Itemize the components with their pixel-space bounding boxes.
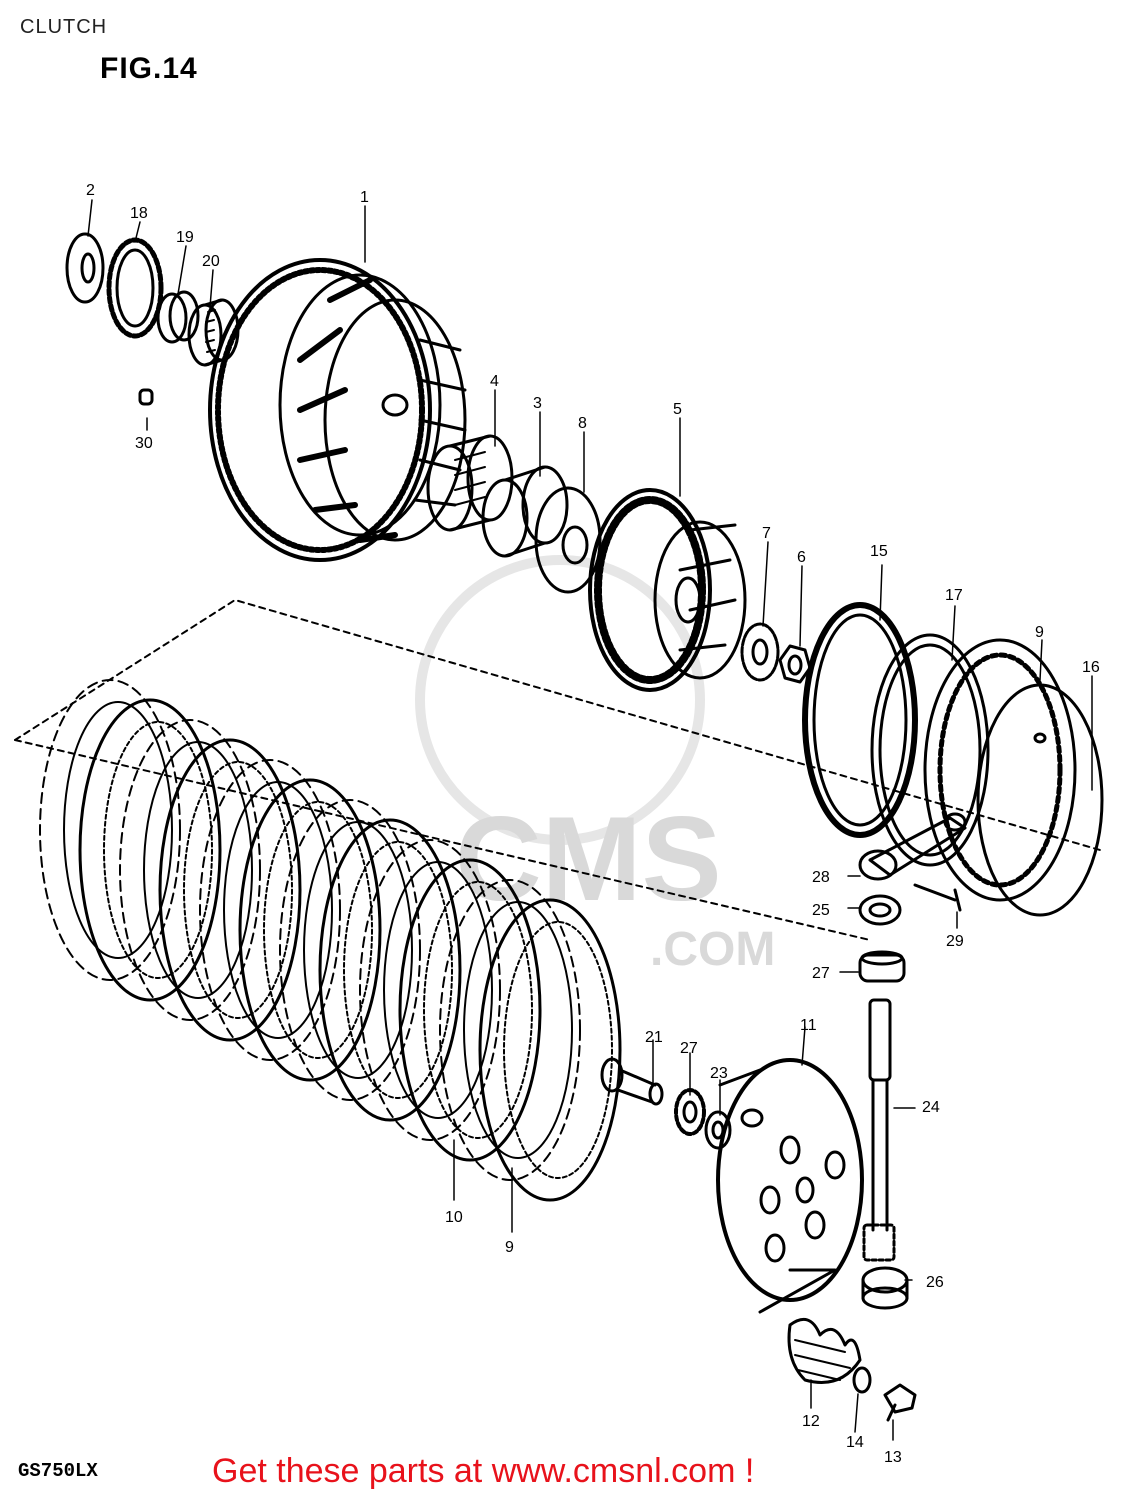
watermark: CMS .COM — [415, 555, 775, 976]
callout-label-c3: 3 — [533, 395, 542, 412]
callout-label-c21: 21 — [645, 1029, 663, 1046]
watermark-suffix: .COM — [650, 923, 775, 976]
callout-label-c24: 24 — [922, 1099, 940, 1116]
promo-link[interactable]: Get these parts at www.cmsnl.com ! — [212, 1452, 755, 1490]
callout-label-c9b: 9 — [505, 1239, 514, 1256]
callout-label-c15: 15 — [870, 543, 888, 560]
callout-label-c5: 5 — [673, 401, 682, 418]
callout-label-c14: 14 — [846, 1434, 864, 1451]
callout-label-c11: 11 — [800, 1017, 817, 1034]
callout-label-c19: 19 — [176, 229, 194, 246]
part-push-piece — [600, 1057, 664, 1106]
clutch-plate — [199, 759, 341, 1061]
clutch-plate — [158, 738, 302, 1042]
clutch-plate — [398, 858, 542, 1162]
clutch-plate — [78, 698, 222, 1002]
callout-label-c4: 4 — [490, 373, 499, 390]
clutch-plate — [238, 778, 382, 1082]
callout-label-c13: 13 — [884, 1449, 902, 1466]
clutch-plate — [478, 898, 622, 1202]
callout-label-c18: 18 — [130, 205, 148, 222]
part-thrust-washer — [65, 232, 105, 304]
callout-label-c8: 8 — [578, 415, 587, 432]
part-lock-washer — [740, 622, 780, 682]
callout-label-c7: 7 — [762, 525, 771, 542]
callout-label-c12: 12 — [802, 1413, 820, 1430]
watermark-text: CMS — [455, 792, 722, 926]
part-bolt — [883, 1383, 917, 1422]
callout-label-c26: 26 — [926, 1274, 944, 1291]
clutch-plates — [39, 679, 622, 1202]
part-spring-ring — [870, 633, 990, 867]
part-bearing-27-upper — [858, 950, 906, 983]
part-sprocket-ring — [106, 237, 164, 339]
part-sleeve-hub — [588, 488, 747, 692]
callout-label-c20: 20 — [202, 253, 220, 270]
callout-label-c27b: 27 — [680, 1040, 698, 1057]
callout-label-c9a: 9 — [1035, 624, 1044, 641]
clutch-plate — [359, 839, 501, 1141]
callout-label-c28: 28 — [812, 869, 830, 886]
section-title: CLUTCH — [20, 16, 108, 38]
part-pressure-plate — [976, 683, 1104, 917]
part-spacer — [156, 290, 200, 344]
part-housing-bearing — [426, 434, 514, 532]
part-o-ring — [802, 602, 918, 838]
callout-label-c23: 23 — [710, 1065, 728, 1082]
callout-label-c1: 1 — [360, 189, 369, 206]
part-washer-14 — [852, 1366, 872, 1394]
part-push-rod — [862, 998, 896, 1262]
part-clutch-plate-stack — [14, 599, 1101, 1202]
part-drive-plate-upper — [923, 638, 1077, 902]
clutch-plate — [119, 719, 261, 1021]
clutch-plate — [439, 879, 581, 1181]
callout-label-c10: 10 — [445, 1209, 463, 1226]
callout-label-c16: 16 — [1082, 659, 1100, 676]
callout-labels: 2 18 19 20 1 30 4 3 8 5 7 6 15 17 9 16 28 25 29 27 21 27 23 11 2… — [86, 182, 1100, 1466]
figure-label: FIG.14 — [100, 52, 198, 85]
part-pressure-disc — [716, 1058, 864, 1314]
part-release-arm — [858, 812, 967, 912]
part-housing-spacer — [481, 465, 569, 558]
part-clutch-housing — [208, 258, 467, 562]
part-bearing-26 — [861, 1266, 909, 1310]
callout-label-c6: 6 — [797, 549, 806, 566]
clutch-plate — [318, 818, 462, 1122]
part-bearing-27-lower — [674, 1088, 706, 1136]
clutch-plate — [39, 679, 181, 981]
callout-label-c30: 30 — [135, 435, 153, 452]
part-washer-8 — [534, 486, 602, 594]
callout-label-c27a: 27 — [812, 965, 830, 982]
clutch-plate — [279, 799, 421, 1101]
part-nut — [778, 644, 812, 684]
part-release-bearing — [858, 894, 902, 926]
model-code: GS750LX — [18, 1460, 98, 1482]
part-clutch-spring — [787, 1317, 862, 1384]
callout-label-c17: 17 — [945, 587, 963, 604]
leader-lines — [87, 199, 1093, 1441]
callout-label-c29: 29 — [946, 933, 964, 950]
part-pin — [138, 388, 154, 406]
callout-label-c2: 2 — [86, 182, 95, 199]
part-needle-bearing — [187, 298, 240, 367]
callout-label-c25: 25 — [812, 902, 830, 919]
